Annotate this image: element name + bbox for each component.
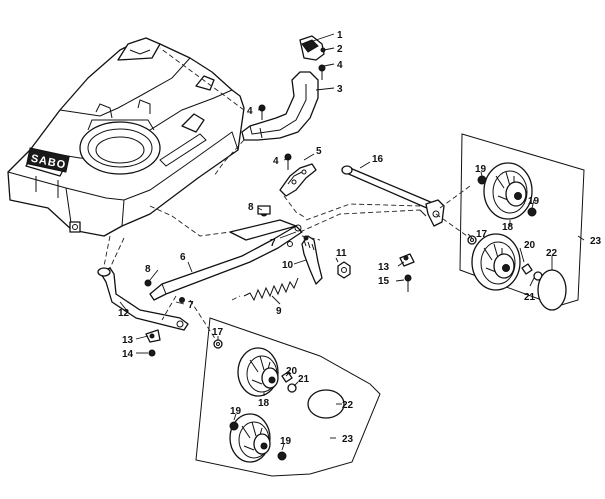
rear-wheel-hardware (467, 175, 567, 311)
callout-13: 13 (122, 335, 134, 346)
callout-22: 22 (342, 400, 354, 411)
callout-10: 10 (282, 260, 294, 271)
callout-18: 18 (258, 398, 270, 409)
rear-wheel-upper (483, 162, 533, 220)
callouts: 1 2 4 3 4 5 4 16 8 7 10 11 6 8 7 9 12 13… (118, 30, 602, 447)
callout-21: 21 (524, 292, 536, 303)
callout-4: 4 (273, 156, 279, 167)
callout-19: 19 (280, 436, 292, 447)
callout-17: 17 (212, 327, 224, 338)
front-wheel-upper (237, 347, 279, 397)
callout-18: 18 (502, 222, 514, 233)
tension-spring (243, 277, 299, 302)
callout-7: 7 (270, 238, 276, 249)
height-adjuster (301, 235, 351, 285)
callout-6: 6 (180, 252, 186, 263)
callout-8: 8 (248, 202, 254, 213)
callout-21: 21 (298, 374, 310, 385)
callout-3: 3 (337, 84, 343, 95)
callout-22: 22 (546, 248, 558, 259)
rear-wheel-panel (459, 133, 585, 307)
assembly-lines (103, 47, 471, 341)
callout-15: 15 (378, 276, 390, 287)
callout-1: 1 (337, 30, 343, 41)
mower-deck: SABO (7, 37, 245, 237)
callout-13: 13 (378, 262, 390, 273)
spring-clip (279, 163, 317, 197)
callout-19: 19 (528, 196, 540, 207)
leader-lines (119, 33, 585, 451)
callout-23: 23 (590, 236, 602, 247)
callout-5: 5 (316, 146, 322, 157)
axle-rod (341, 165, 445, 227)
callout-4: 4 (247, 106, 253, 117)
callout-2: 2 (337, 44, 343, 55)
front-wheel-lower (229, 413, 271, 463)
callout-11: 11 (336, 248, 347, 259)
callout-20: 20 (286, 366, 298, 377)
callout-19: 19 (475, 164, 487, 175)
callout-8: 8 (145, 264, 151, 275)
callout-4: 4 (337, 60, 343, 71)
callout-20: 20 (524, 240, 536, 251)
callout-23: 23 (342, 434, 354, 445)
axle-lever (144, 205, 303, 303)
callout-14: 14 (122, 349, 134, 360)
callout-7: 7 (188, 300, 194, 311)
rear-lever (97, 267, 189, 331)
fastener-set (145, 253, 415, 357)
callout-12: 12 (118, 308, 130, 319)
handle-bracket (241, 35, 325, 141)
callout-17: 17 (476, 229, 488, 240)
callout-16: 16 (372, 154, 384, 165)
callout-19: 19 (230, 406, 242, 417)
bolt (258, 47, 326, 170)
rear-wheel-lower (471, 233, 521, 291)
front-wheel-hardware (213, 339, 345, 461)
callout-9: 9 (276, 306, 282, 317)
front-wheel-panel (195, 317, 381, 477)
